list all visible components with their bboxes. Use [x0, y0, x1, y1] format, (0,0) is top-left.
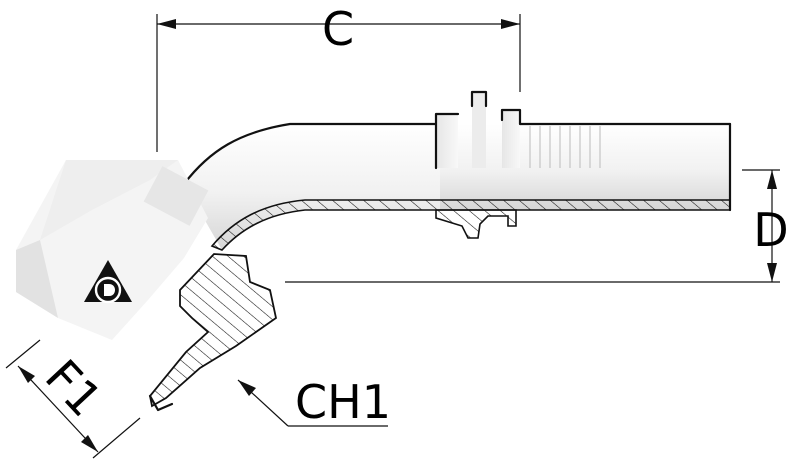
d-arrow-top-icon — [767, 170, 777, 189]
dimension-c: C — [156, 2, 521, 152]
f1-dimension-line — [17, 365, 99, 453]
collar-left — [436, 114, 458, 168]
nut-section — [149, 253, 278, 408]
ch1-label: CH1 — [295, 375, 391, 429]
hex-nut-neck — [143, 166, 209, 226]
tail-body — [440, 124, 730, 210]
barb-ridges — [529, 126, 601, 168]
collar-lug-edge — [470, 90, 488, 108]
hex-nut-top-face — [40, 160, 178, 240]
c-arrow-right-icon — [501, 19, 520, 29]
d-arrow-bottom-icon — [767, 263, 777, 282]
f1-extension-top — [5, 339, 41, 369]
f1-extension-bottom — [92, 417, 141, 459]
f1-arrow-bottom-icon — [81, 435, 98, 452]
f1-label: F1 — [35, 349, 113, 427]
bent-tube-body — [184, 124, 440, 250]
collar-lug — [472, 92, 486, 168]
c-label: C — [322, 2, 354, 56]
logo-d-icon — [104, 284, 115, 296]
collar-right-edge — [500, 108, 522, 126]
c-arrow-left-icon — [157, 19, 176, 29]
bent-tube-top-edge — [182, 122, 442, 186]
fitting-body — [16, 90, 732, 412]
hex-nut-side-face — [16, 240, 58, 318]
f1-arrow-top-icon — [18, 366, 35, 383]
collar-section — [435, 209, 517, 239]
dimension-d: D — [285, 169, 789, 283]
collar-right — [502, 110, 520, 168]
dunlop-logo — [84, 260, 132, 304]
dimension-ch1: CH1 — [237, 375, 391, 429]
nut-section-lip — [148, 394, 174, 412]
collar-left-edge — [434, 112, 460, 170]
dimension-f1: F1 — [5, 339, 141, 459]
d-label: D — [753, 203, 788, 257]
ch1-arrow-icon — [238, 380, 256, 396]
